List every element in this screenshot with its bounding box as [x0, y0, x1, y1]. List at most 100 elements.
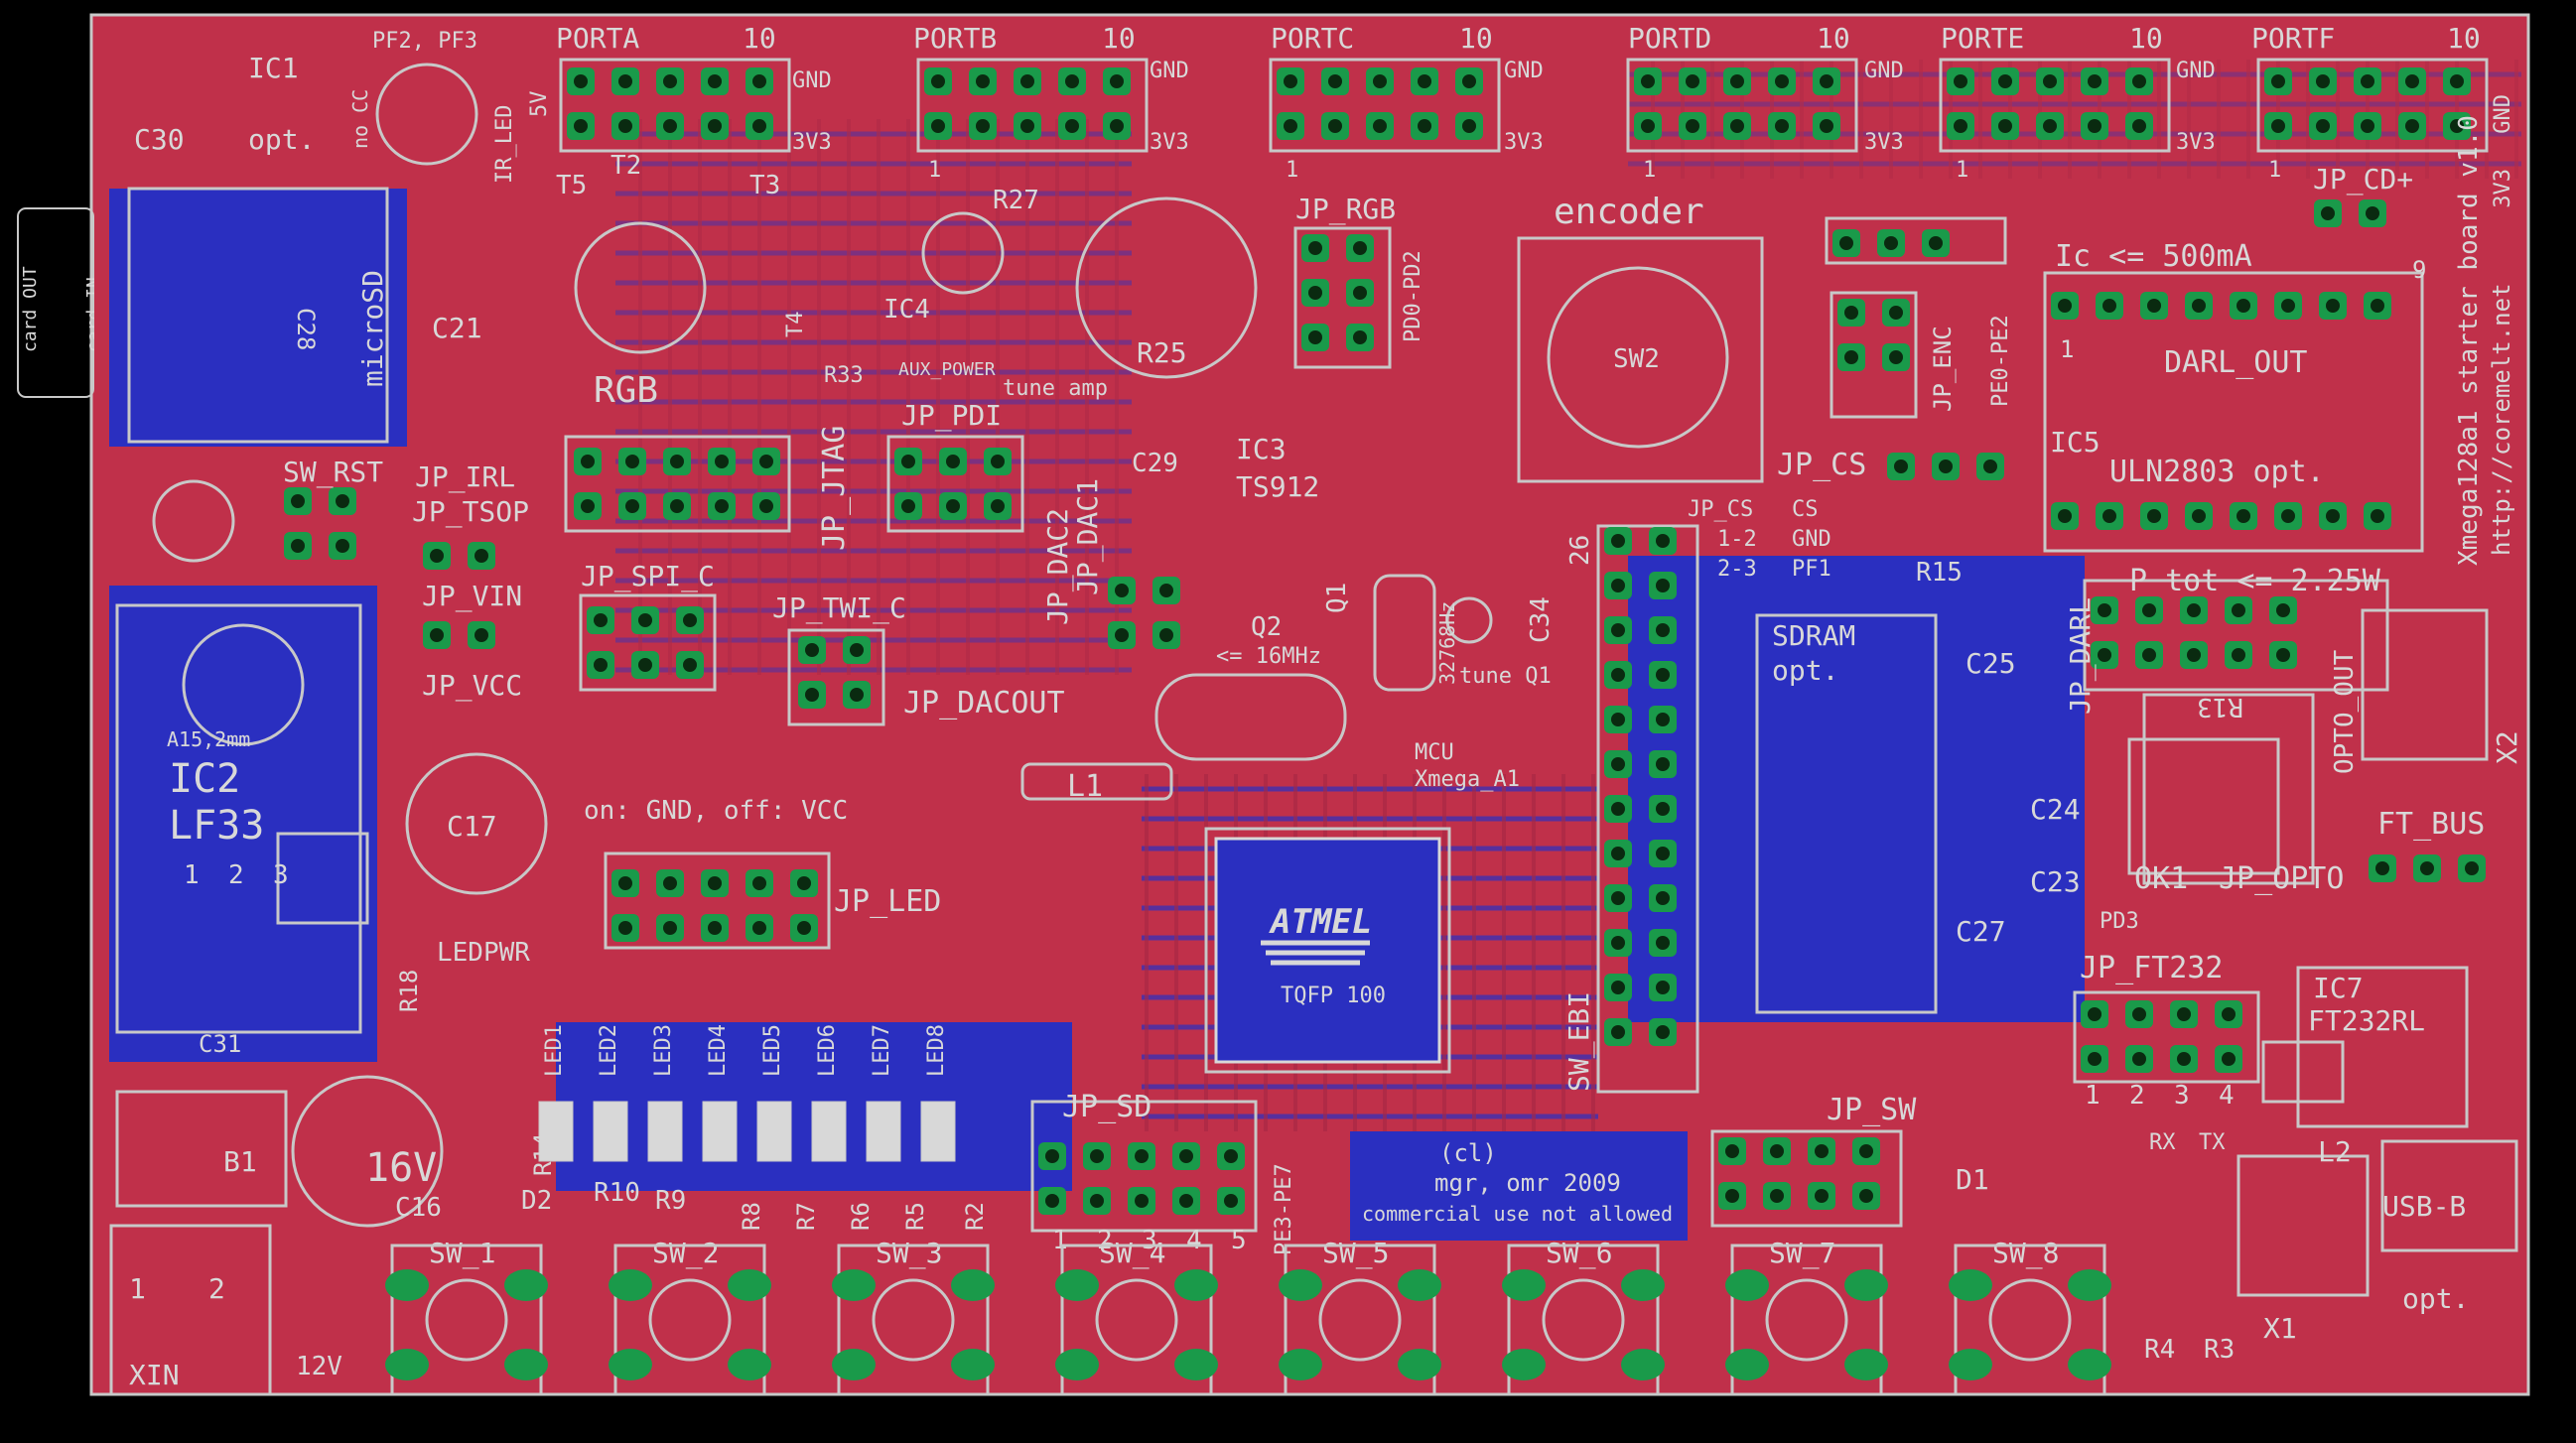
pdi-pad — [894, 492, 922, 520]
ebi-pad — [1649, 616, 1677, 644]
t3-label: T3 — [749, 171, 780, 200]
port-e-gnd: GND — [2176, 59, 2216, 83]
sd-pad — [1217, 1187, 1245, 1215]
port-a-label: PORTA — [556, 22, 639, 55]
port-d-pin1: 1 — [1643, 158, 1656, 183]
jp-spi-c-label: JP_SPI_C — [581, 560, 715, 593]
ts912-label: TS912 — [1236, 470, 1319, 503]
port-e-3v3: 3V3 — [2176, 130, 2216, 155]
ft232-pad — [2170, 1045, 2198, 1073]
ebi-pad — [1604, 974, 1632, 1001]
port-header-pad — [1321, 112, 1349, 140]
port-header-pad — [656, 67, 684, 95]
q2-label: Q2 — [1251, 612, 1282, 642]
port-header-pad — [1679, 112, 1706, 140]
ic5-label: IC5 — [2050, 426, 2101, 459]
r33-label: R33 — [824, 363, 864, 388]
port-header-pad — [1103, 67, 1131, 95]
q1-label: Q1 — [1322, 583, 1352, 613]
darl-pin9: 9 — [2412, 256, 2426, 284]
darl-out-pad — [2364, 292, 2391, 320]
port-header-pad — [2354, 112, 2381, 140]
tune-q1-label: tune Q1 — [1459, 664, 1552, 689]
switch-label: SW_8 — [1992, 1237, 2059, 1270]
spi-pad — [631, 651, 659, 679]
jtag-pad — [708, 492, 736, 520]
jp-sw-label: JP_SW — [1827, 1093, 1917, 1127]
reg-pin1: 1 — [184, 860, 200, 890]
led-label: LED6 — [815, 1024, 840, 1077]
port-header-pad — [1411, 67, 1438, 95]
port-header-pad — [2309, 112, 2337, 140]
port-header-pad — [1947, 112, 1974, 140]
darl-out-pad — [2185, 292, 2213, 320]
port-a-3v3: 3V3 — [792, 130, 832, 155]
r18-label: R18 — [395, 970, 423, 1012]
led-header-pad — [701, 869, 729, 897]
sd-pad — [1083, 1187, 1111, 1215]
jp-sd-label: JP_SD — [1062, 1090, 1152, 1124]
copper-pour-credit — [1350, 1131, 1688, 1241]
port-header-pad — [2398, 67, 2426, 95]
led-header-pad — [790, 914, 818, 942]
darl-pin1: 1 — [2060, 335, 2074, 363]
sd-pad — [1128, 1187, 1155, 1215]
jp-irl-label: JP_IRL — [415, 460, 515, 494]
port-header-pad — [1768, 112, 1796, 140]
tactile-switch — [1055, 1244, 1218, 1396]
c31-label: C31 — [199, 1030, 241, 1058]
sd-pad — [1038, 1187, 1066, 1215]
ebi-pad — [1649, 884, 1677, 912]
cs-23: 2-3 — [1717, 557, 1757, 582]
port-f-gnd: GND — [2491, 94, 2515, 134]
led-label: LED8 — [924, 1024, 949, 1077]
cd-pad — [2314, 199, 2342, 227]
sw-header-pad — [1808, 1182, 1835, 1210]
port-c-3v3: 3V3 — [1504, 130, 1544, 155]
tactile-switch — [1949, 1244, 2111, 1396]
led-resistor — [811, 1101, 847, 1162]
sw-header-pad — [1808, 1137, 1835, 1165]
ebi-pad — [1604, 1018, 1632, 1046]
ft232-pad — [2125, 1000, 2153, 1028]
ft-bus-pad — [2369, 854, 2396, 882]
ebi-pad — [1604, 616, 1632, 644]
sw-header-pad — [1763, 1182, 1791, 1210]
darl-out-pad — [2319, 292, 2347, 320]
switch-label: SW_4 — [1099, 1237, 1165, 1270]
rgb-header-pad — [1301, 234, 1329, 262]
sw-header-pad — [1763, 1137, 1791, 1165]
d1-label: D1 — [1956, 1163, 1989, 1196]
port-header-pad — [1366, 67, 1394, 95]
ic4-label: IC4 — [883, 295, 930, 325]
ft-pin2: 2 — [2129, 1081, 2145, 1111]
cs-top-pad — [1832, 229, 1860, 257]
switch-label: SW_5 — [1322, 1237, 1389, 1270]
darl-out-pad — [2274, 292, 2302, 320]
led-header-pad — [701, 914, 729, 942]
rst-jumper-pad — [284, 532, 312, 560]
sdram-label: SDRAM — [1772, 619, 1855, 652]
aux-power-label: AUX_POWER — [898, 359, 996, 380]
port-e-pin10: 10 — [2129, 22, 2163, 55]
t5-label: T5 — [556, 171, 587, 200]
r13-label: R13 — [2197, 692, 2243, 722]
port-header-pad — [2125, 67, 2153, 95]
port-header-pad — [1014, 67, 1041, 95]
port-header-pad — [969, 112, 997, 140]
ft232rl-label: FT232RL — [2308, 1004, 2425, 1037]
port-e-pin1: 1 — [1956, 158, 1968, 183]
silk-outlines — [109, 58, 2518, 1396]
port-header-pad — [701, 112, 729, 140]
ebi-pad — [1649, 1018, 1677, 1046]
led-header-pad — [746, 914, 773, 942]
c24-label: C24 — [2030, 793, 2081, 826]
r14-label: R14 — [529, 1133, 557, 1176]
a15-label: A15,2mm — [167, 727, 250, 751]
led-header-pad — [611, 914, 639, 942]
port-header-pad — [611, 112, 639, 140]
c25-label: C25 — [1966, 647, 2016, 680]
ptot-label: P tot <= 2.25W — [2129, 564, 2381, 598]
r9-label: R9 — [655, 1186, 686, 1216]
spi-pad — [631, 606, 659, 634]
